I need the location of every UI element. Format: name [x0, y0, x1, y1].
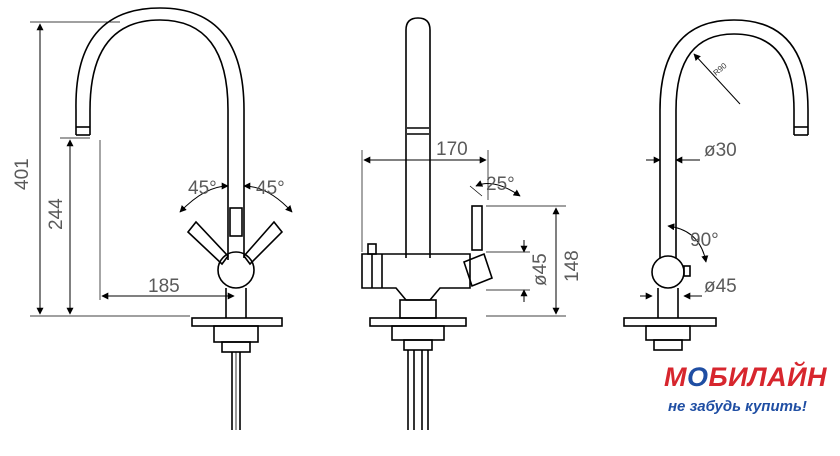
front-spout-inner: [75, 7, 245, 258]
back-view: [623, 19, 809, 351]
side-body-diameter-label: ø45: [530, 253, 551, 286]
side-width-label: 170: [436, 139, 468, 160]
front-base-plate: [191, 317, 283, 327]
front-height-spout-label: 244: [46, 198, 67, 230]
back-spout-outer: [659, 19, 809, 258]
side-body-height-label: 148: [562, 250, 583, 282]
front-angle-right-label: 45°: [256, 178, 285, 199]
front-lever-right: [242, 220, 284, 266]
back-tilt-angle-label: 90°: [690, 230, 719, 251]
side-lever: [471, 205, 483, 251]
side-base-plate: [369, 317, 467, 327]
back-base-diameter-label: ø45: [704, 276, 737, 297]
front-body: [217, 251, 255, 289]
front-dimensions: [30, 21, 293, 317]
front-height-total-label: 401: [12, 158, 33, 190]
back-radius-label: R90: [712, 61, 729, 78]
front-cartridge: [229, 207, 243, 237]
side-body: [361, 253, 471, 301]
brand-tagline: не забудь купить!: [668, 398, 807, 415]
front-spout-outer: [89, 19, 229, 260]
front-lever-left: [186, 220, 230, 266]
brand-logo: МОБИЛАЙН: [664, 362, 828, 392]
front-angle-left-label: 45°: [188, 178, 217, 199]
back-tube-diameter-label: ø30: [704, 140, 737, 161]
front-view: [75, 7, 284, 430]
side-spout: [405, 17, 431, 258]
back-base-plate: [623, 317, 717, 327]
side-view: [361, 17, 493, 430]
side-dimensions: [361, 150, 566, 317]
back-dimensions: [640, 53, 741, 300]
back-body: [651, 255, 685, 289]
back-spout-inner: [675, 33, 795, 258]
front-reach-label: 185: [148, 276, 180, 297]
side-lever-angle-label: 25°: [486, 174, 515, 195]
